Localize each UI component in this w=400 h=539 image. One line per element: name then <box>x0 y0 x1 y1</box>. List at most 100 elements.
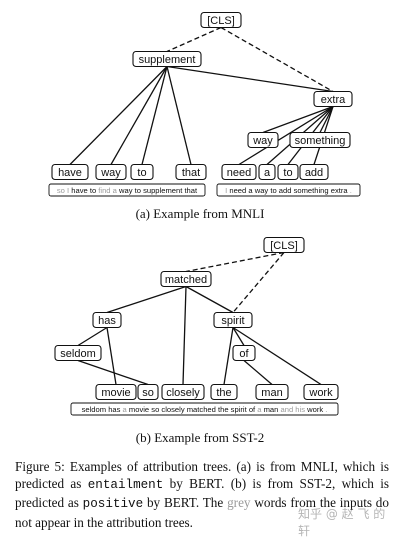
sentence-token: extra <box>329 186 349 195</box>
sentence-token: to <box>88 186 96 195</box>
tree-edge <box>238 105 334 166</box>
sentence-box <box>70 402 339 416</box>
node-label: seldom <box>60 348 95 360</box>
node-label: extra <box>321 94 346 106</box>
tree-node: to <box>277 163 299 181</box>
sentence-token: so <box>149 405 159 414</box>
dashed-edge <box>166 26 222 53</box>
node-label: supplement <box>139 54 196 66</box>
sentence-token: man <box>262 405 279 414</box>
node-label: [CLS] <box>207 15 235 27</box>
sentence-token: so <box>57 186 65 195</box>
node-box <box>221 163 257 181</box>
node-label: has <box>98 315 116 327</box>
node-label: closely <box>166 387 200 399</box>
tree-node: extra <box>313 90 353 108</box>
node-box <box>213 311 253 329</box>
sentence-token: the <box>216 405 229 414</box>
node-box <box>255 383 289 401</box>
dashed-edge <box>220 26 334 93</box>
node-box <box>137 383 159 401</box>
caption-grey-word: grey <box>227 495 251 511</box>
tree-node: [CLS] <box>200 11 242 29</box>
sentence-box <box>216 183 361 197</box>
node-box <box>313 90 353 108</box>
tree-edge <box>106 285 187 314</box>
caption-label-entailment: entailment <box>87 478 164 493</box>
sentence-token: have <box>69 186 88 195</box>
tree-edge <box>166 65 334 93</box>
tree-edge <box>185 285 234 314</box>
sentence-token: that <box>182 186 198 195</box>
node-label: need <box>227 167 251 179</box>
dashed-edge <box>185 251 285 273</box>
sentence-token: a <box>255 405 262 414</box>
node-label: to <box>137 167 146 179</box>
tree-edge <box>77 326 108 347</box>
node-label: way <box>252 135 273 147</box>
tree-node: man <box>255 383 289 401</box>
sentence-box <box>48 183 206 197</box>
node-box <box>95 163 127 181</box>
sentence-token: closely <box>159 405 185 414</box>
node-label: add <box>305 167 323 179</box>
sentence-token: has <box>106 405 121 414</box>
sentence-token: way <box>253 186 269 195</box>
tree-node: to <box>130 163 154 181</box>
node-box <box>130 163 154 181</box>
node-label: have <box>58 167 82 179</box>
node-label: work <box>308 387 333 399</box>
caption-text: words from the inputs do not appear in t… <box>15 495 389 530</box>
tree-edge <box>232 326 322 386</box>
tree-edge <box>106 327 117 385</box>
sentence-token: his <box>293 405 305 414</box>
node-box <box>263 236 305 254</box>
sentence-token: way <box>117 186 133 195</box>
sentence-token: . <box>348 186 352 195</box>
tree-edge <box>166 66 192 165</box>
node-box <box>210 383 238 401</box>
tree-node: so <box>137 383 159 401</box>
tree-node: add <box>299 163 329 181</box>
input-sentence: I need a way to add something extra . <box>216 183 361 197</box>
node-box <box>232 344 256 362</box>
tree-edge <box>141 66 168 165</box>
dashed-edge <box>232 252 285 313</box>
node-box <box>51 163 89 181</box>
sentence-token: I <box>225 186 227 195</box>
tree-edge <box>182 286 187 385</box>
watermark: 知乎 @ 赵 飞 的 轩 <box>298 507 386 538</box>
node-box <box>299 163 329 181</box>
node-box <box>175 163 207 181</box>
node-box <box>160 270 212 288</box>
sentence-token: and <box>278 405 293 414</box>
tree-node: matched <box>160 270 212 288</box>
input-sentences: so I have to find a way to supplement th… <box>48 183 361 416</box>
tree-node: has <box>92 311 122 329</box>
sentence-token: to <box>268 186 276 195</box>
sentence-token: a <box>111 186 118 195</box>
tree-node: spirit <box>213 311 253 329</box>
sentence-token: matched <box>185 405 216 414</box>
caption-text: Figure 5: Examples of attribution trees.… <box>15 459 389 492</box>
tree-node: supplement <box>132 50 202 68</box>
node-label: to <box>283 167 292 179</box>
tree-edges <box>69 26 334 386</box>
sentence-token: . <box>323 405 327 414</box>
tree-node: the <box>210 383 238 401</box>
tree-edge <box>69 66 168 165</box>
tree-node: [CLS] <box>263 236 305 254</box>
sentence-token: spirit <box>229 405 248 414</box>
sentence-token: need <box>227 186 246 195</box>
sentence-token: I <box>65 186 69 195</box>
tree-node: a <box>258 163 276 181</box>
node-box <box>303 383 339 401</box>
node-label: so <box>142 387 154 399</box>
node-box <box>132 50 202 68</box>
subfigure-b-caption: (b) Example from SST-2 <box>135 430 265 445</box>
node-box <box>161 383 205 401</box>
tree-node: work <box>303 383 339 401</box>
tree-edge <box>110 66 168 165</box>
sentence-token: to <box>133 186 141 195</box>
